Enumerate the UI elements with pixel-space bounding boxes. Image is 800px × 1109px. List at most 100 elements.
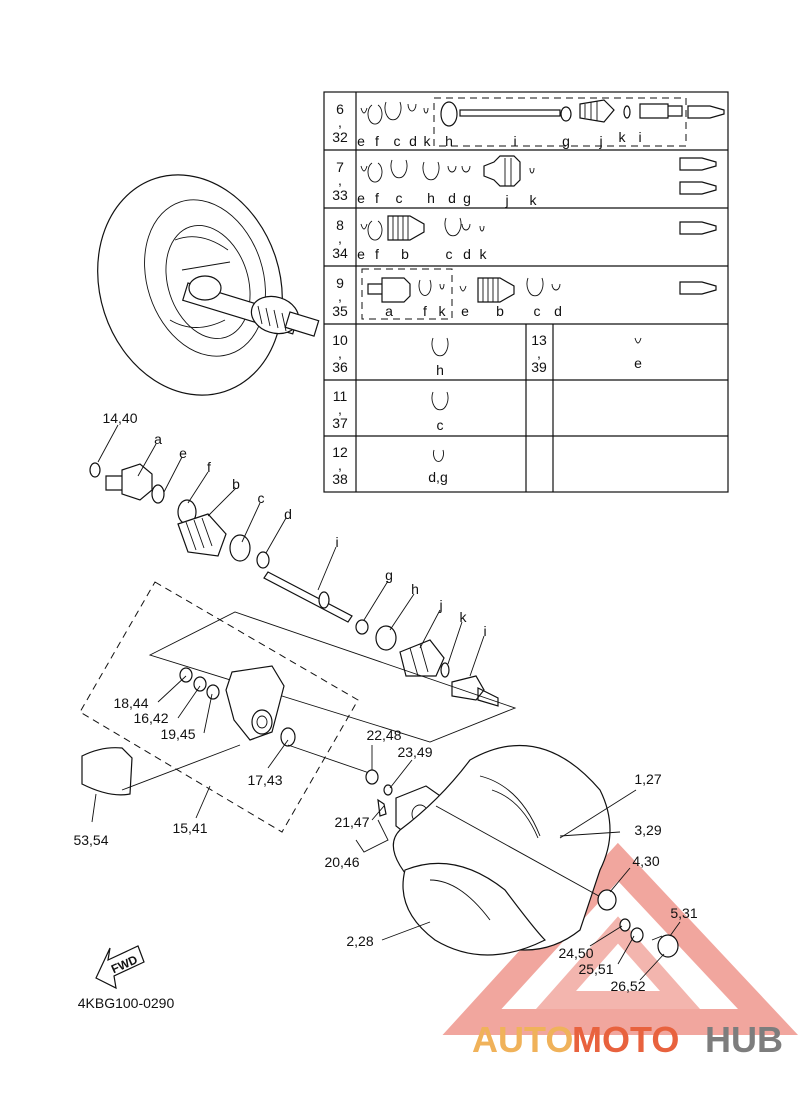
row10-clamp-h bbox=[431, 337, 449, 357]
row10-comma: , bbox=[338, 345, 342, 361]
row8-letter-c: c bbox=[446, 246, 453, 262]
callout-e: e bbox=[179, 445, 187, 461]
row9-num-bottom: 35 bbox=[332, 303, 348, 319]
row7-letter-d: d bbox=[448, 190, 456, 206]
row8-num-top: 8 bbox=[336, 217, 344, 233]
callout-53-54: 53,54 bbox=[73, 832, 108, 848]
row7-letter-e: e bbox=[357, 190, 365, 206]
callout-17-43: 17,43 bbox=[247, 772, 282, 788]
row6-parts: e f c d k h i g j k i bbox=[357, 97, 725, 149]
row6-letter-i2: i bbox=[638, 129, 641, 145]
callout-25-51: 25,51 bbox=[578, 961, 613, 977]
callout-14-40: 14,40 bbox=[102, 410, 137, 426]
row9-letter-e: e bbox=[461, 303, 469, 319]
callout-21-47: 21,47 bbox=[334, 814, 369, 830]
row9-letter-d: d bbox=[554, 303, 562, 319]
callout-j: j bbox=[438, 597, 442, 613]
row6-comma: , bbox=[338, 114, 342, 130]
row6-num-bottom: 32 bbox=[332, 129, 348, 145]
callout-16-42: 16,42 bbox=[133, 710, 168, 726]
row7-letter-h: h bbox=[427, 190, 435, 206]
row7-comma: , bbox=[338, 172, 342, 188]
callout-24-50: 24,50 bbox=[558, 945, 593, 961]
row9-comma: , bbox=[338, 288, 342, 304]
row11-comma: , bbox=[338, 401, 342, 417]
callout-23-49: 23,49 bbox=[397, 744, 432, 760]
row7-letter-g: g bbox=[463, 190, 471, 206]
row8-parts: e f b c d k bbox=[357, 215, 717, 262]
row9-num-top: 9 bbox=[336, 275, 344, 291]
callout-f: f bbox=[207, 459, 211, 475]
row6-letter-i: i bbox=[513, 133, 516, 149]
row13-num-top: 13 bbox=[531, 332, 547, 348]
callout-k: k bbox=[460, 609, 468, 625]
row13-comma: , bbox=[537, 345, 541, 361]
exploded-driveshaft bbox=[89, 462, 499, 707]
row6-letter-k2: k bbox=[619, 129, 627, 145]
row13-letter-e: e bbox=[634, 355, 642, 371]
callout-leaders bbox=[91, 424, 681, 981]
callout-4-30: 4,30 bbox=[632, 853, 659, 869]
row8-num-bottom: 34 bbox=[332, 245, 348, 261]
kit-table: 6 , 32 7 , 33 8 , 34 9 , 35 10 , 36 13 ,… bbox=[323, 91, 729, 493]
callout-20-46: 20,46 bbox=[324, 854, 359, 870]
assembled-wheel-illustration bbox=[97, 174, 320, 396]
row6-letter-e: e bbox=[357, 133, 365, 149]
row8-letter-b: b bbox=[401, 246, 409, 262]
callout-5-31: 5,31 bbox=[670, 905, 697, 921]
fwd-arrow: FWD bbox=[95, 945, 145, 990]
row6-num-top: 6 bbox=[336, 101, 344, 117]
row11-letter-c: c bbox=[437, 417, 444, 433]
callout-c: c bbox=[258, 490, 265, 506]
row12-num-bottom: 38 bbox=[332, 471, 348, 487]
row8-letter-d: d bbox=[463, 246, 471, 262]
callout-3-29: 3,29 bbox=[634, 822, 661, 838]
row6-letter-c: c bbox=[394, 133, 401, 149]
row11-num-bottom: 37 bbox=[332, 415, 348, 431]
watermark-triangle-inner bbox=[536, 916, 700, 1009]
callout-1-27: 1,27 bbox=[634, 771, 661, 787]
hub-and-wheel bbox=[365, 744, 679, 958]
row7-num-bottom: 33 bbox=[332, 187, 348, 203]
watermark-auto: AUTO bbox=[472, 1019, 573, 1060]
callout-i-joint: i bbox=[483, 623, 486, 639]
row8-letter-e: e bbox=[357, 246, 365, 262]
row7-num-top: 7 bbox=[336, 159, 344, 175]
callout-labels: 14,40 a e f b c d i g h j k i 18,44 16,4… bbox=[73, 410, 697, 994]
callout-2-28: 2,28 bbox=[346, 933, 373, 949]
row11-clamp-c bbox=[431, 391, 449, 411]
row11-num-top: 11 bbox=[333, 388, 348, 404]
diagram-code: 4KBG100-0290 bbox=[78, 995, 175, 1011]
row6-letter-h: h bbox=[445, 133, 453, 149]
watermark-hub: HUB bbox=[705, 1019, 783, 1060]
row6-letter-k: k bbox=[424, 133, 432, 149]
row8-comma: , bbox=[338, 230, 342, 246]
row6-letter-f: f bbox=[375, 133, 379, 149]
row9-letter-k: k bbox=[439, 303, 447, 319]
row12-letter-dg: d,g bbox=[428, 469, 447, 485]
watermark-text: AUTO MOTO HUB bbox=[472, 1019, 783, 1060]
row9-letter-f: f bbox=[423, 303, 427, 319]
row9-letter-b: b bbox=[496, 303, 504, 319]
row12-clamp-dg bbox=[433, 449, 444, 462]
callout-19-45: 19,45 bbox=[160, 726, 195, 742]
callout-26-52: 26,52 bbox=[610, 978, 645, 994]
row10-num-bottom: 36 bbox=[332, 359, 348, 375]
row7-letter-k: k bbox=[530, 192, 538, 208]
row8-letter-f: f bbox=[375, 246, 379, 262]
callout-d: d bbox=[284, 506, 292, 522]
row7-letter-c: c bbox=[396, 190, 403, 206]
row10-letter-h: h bbox=[436, 362, 444, 378]
row7-letter-f: f bbox=[375, 190, 379, 206]
row6-letter-d: d bbox=[409, 133, 417, 149]
row13-circlip-e bbox=[634, 337, 642, 344]
callout-18-44: 18,44 bbox=[113, 695, 148, 711]
callout-b: b bbox=[232, 476, 240, 492]
row6-letter-g: g bbox=[562, 133, 570, 149]
row12-comma: , bbox=[338, 457, 342, 473]
fwd-label: FWD bbox=[109, 952, 140, 976]
row7-letter-j: j bbox=[504, 192, 508, 208]
row8-letter-k: k bbox=[480, 246, 488, 262]
